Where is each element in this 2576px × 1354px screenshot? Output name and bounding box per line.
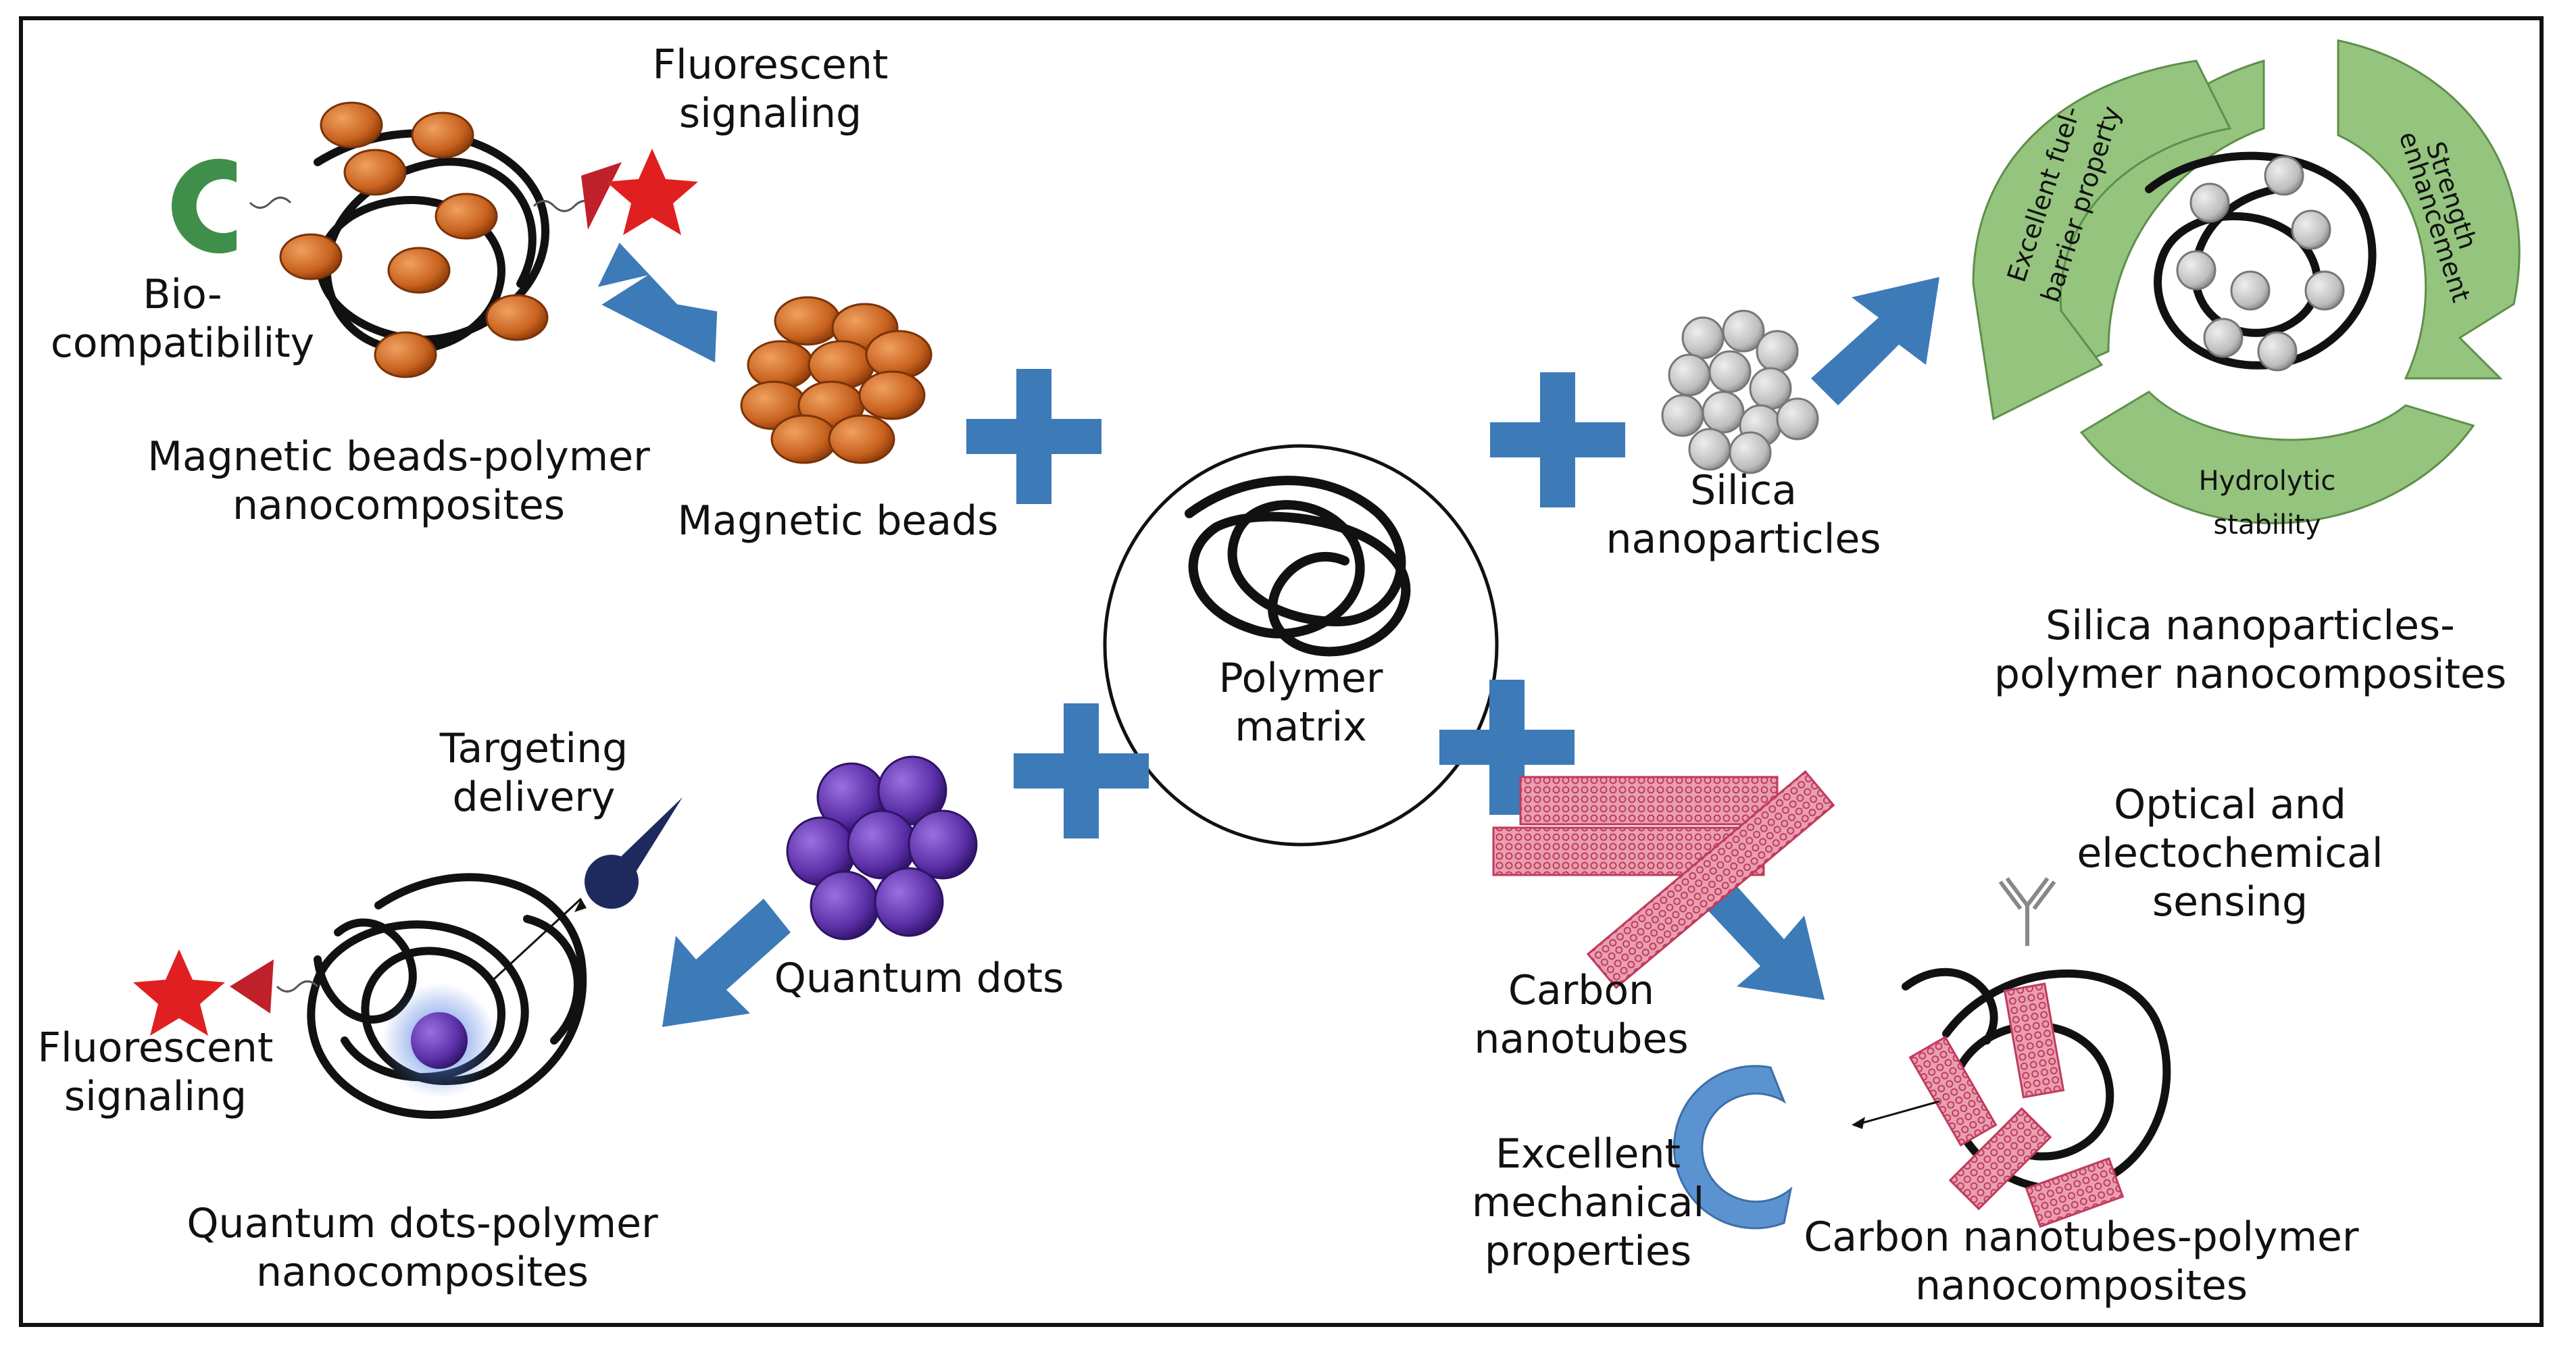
carbon-nanotubes-icon	[1492, 770, 1835, 989]
arrow-icon-to-quantum-composite	[662, 899, 791, 1027]
silica-particles-cluster-icon	[1661, 309, 1819, 474]
quantum-dots-label: Quantum dots	[774, 955, 1064, 1002]
triangle-icon	[581, 162, 622, 230]
star-icon	[606, 149, 698, 235]
carbon-nanotubes-label: Carbon nanotubes	[1474, 967, 1689, 1063]
quantum-feature-targeting: Targeting delivery	[439, 725, 628, 821]
crescent-icon	[1673, 1065, 1793, 1230]
silica-composite-label: Silica nanoparticles- polymer nanocompos…	[1993, 602, 2507, 698]
feature-hydro-line2: stability	[2213, 509, 2321, 541]
quantum-composite-icon	[133, 797, 683, 1120]
arrow-icon-to-magnetic-composite	[597, 243, 718, 363]
magnetic-beads-cluster-icon	[740, 296, 933, 464]
silica-composite-icon: Excellent fuel- barrier property Strengt…	[1972, 39, 2521, 541]
carbon-composite-label: Carbon nanotubes-polymer nanocomposites	[1804, 1213, 2359, 1309]
ring-segment-hydro	[2079, 391, 2475, 524]
silica-nanoparticles-label: Silica nanoparticles	[1606, 467, 1881, 563]
quantum-feature-fluorescent: Fluorescent signaling	[37, 1024, 274, 1120]
magnetic-feature-fluorescent: Fluorescent signaling	[652, 41, 889, 137]
ring-segment-strength	[2337, 39, 2521, 380]
triangle-icon	[230, 959, 274, 1013]
plus-icon-quantum	[1014, 703, 1149, 838]
carbon-feature-sensing: Optical and electochemical sensing	[2077, 781, 2383, 926]
feature-hydro-line1: Hydrolytic	[2199, 466, 2336, 497]
plus-icon-magnetic	[966, 369, 1101, 504]
plus-icon-carbon	[1439, 680, 1575, 815]
magnetic-feature-biocompatibility: Bio- compatibility	[50, 271, 315, 367]
quantum-composite-label: Quantum dots-polymer nanocomposites	[187, 1200, 658, 1296]
plus-signs	[966, 369, 1625, 838]
arrow-icon-to-silica-composite	[1811, 277, 1939, 405]
polymer-coil-icon	[1185, 476, 1411, 657]
polymer-matrix-node	[1103, 444, 1499, 847]
magnetic-beads-label: Magnetic beads	[677, 497, 999, 545]
star-icon	[133, 949, 225, 1036]
magnetic-composite-label: Magnetic beads-polymer nanocomposites	[147, 433, 650, 529]
arrow-icon-to-carbon-composite	[1706, 878, 1825, 1000]
arrows	[597, 243, 1939, 1027]
plus-icon-silica	[1490, 372, 1625, 507]
polymer-matrix-label: Polymer matrix	[1218, 655, 1383, 751]
crescent-icon	[172, 159, 237, 253]
ring-segment-fuel-body	[1972, 59, 2232, 421]
quantum-dots-cluster-icon	[786, 755, 978, 941]
antibody-icon	[1998, 877, 2056, 946]
carbon-feature-mechanical: Excellent mechanical properties	[1471, 1130, 1705, 1275]
carbon-composite-icon	[1673, 877, 2171, 1230]
magnetic-composite-icon	[172, 101, 698, 378]
